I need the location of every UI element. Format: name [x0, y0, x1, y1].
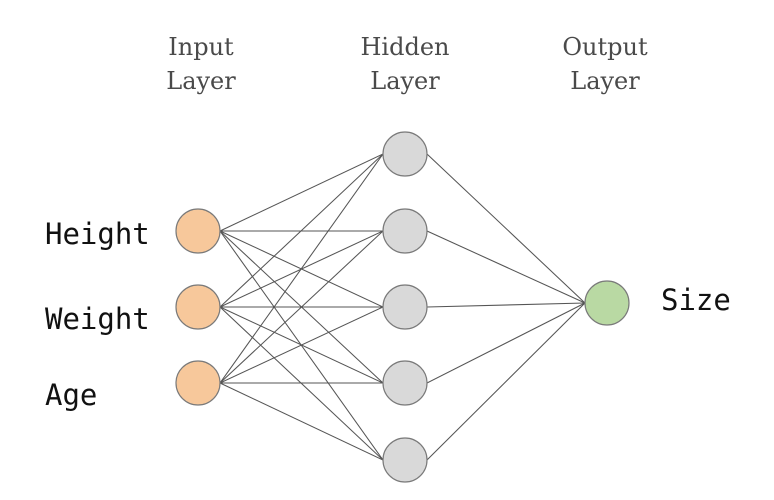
edge-input-3-hidden-1	[219, 153, 384, 384]
edge-hidden-1-output-1	[426, 153, 586, 304]
hidden-layer-title-line2: Layer	[370, 67, 440, 95]
hidden-node-1	[382, 131, 428, 177]
hidden-node-2	[382, 208, 428, 254]
output-layer-title-line2: Layer	[570, 67, 640, 95]
input-label-weight: Weight	[45, 302, 150, 336]
edge-input-3-hidden-5	[219, 382, 384, 461]
hidden-node-5	[382, 437, 428, 483]
edge-hidden-2-output-1	[426, 230, 586, 304]
edge-input-3-hidden-2	[219, 230, 384, 384]
output-layer-title-line1: Output	[562, 33, 648, 61]
input-node-weight	[175, 284, 221, 330]
edge-input-3-hidden-3	[219, 306, 384, 384]
input-node-age	[175, 360, 221, 406]
input-layer-title-line1: Input	[168, 33, 234, 61]
edge-input-1-hidden-1	[219, 153, 384, 232]
input-label-age: Age	[45, 378, 97, 412]
hidden-node-3	[382, 284, 428, 330]
input-label-height: Height	[45, 217, 150, 251]
input-node-height	[175, 208, 221, 254]
edge-input-2-hidden-1	[219, 153, 384, 308]
hidden-node-4	[382, 360, 428, 406]
layer-titles: Input Layer Hidden Layer Output Layer	[166, 33, 648, 95]
edge-hidden-4-output-1	[426, 302, 586, 384]
input-layer-title-line2: Layer	[166, 67, 236, 95]
output-node-size	[584, 280, 630, 326]
edge-hidden-5-output-1	[426, 302, 586, 461]
hidden-layer-title-line1: Hidden	[361, 33, 450, 61]
edge-hidden-3-output-1	[426, 302, 586, 308]
node-labels: Height Weight Age Size	[45, 217, 731, 412]
network-nodes	[175, 131, 630, 483]
output-label-size: Size	[661, 283, 731, 317]
network-edges	[219, 153, 586, 461]
